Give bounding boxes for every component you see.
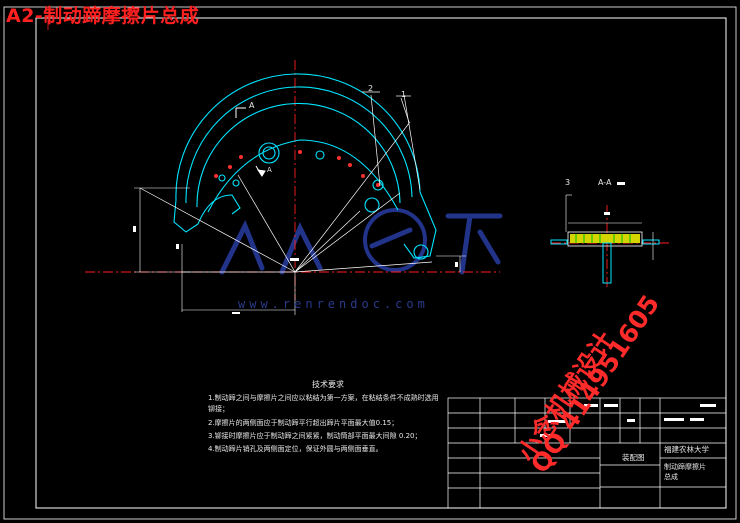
balloon-item-3: 3 — [565, 178, 571, 187]
inner-frame — [35, 17, 727, 509]
section-view-label: A-A — [598, 178, 612, 187]
tech-note-4: 4.制动蹄片销孔及两侧面定位，保证外圆与两侧面垂直。 — [208, 445, 383, 453]
dimension-text-marks — [133, 226, 458, 314]
section-arrow — [235, 107, 266, 177]
title-block — [447, 397, 727, 509]
tech-note-3: 3.铆接时摩擦片应于制动蹄之间紧紧，制动筒部平面最大间隙 0.20； — [208, 432, 422, 440]
balloon-item-1: 1 — [401, 90, 407, 99]
dimensions — [134, 187, 466, 315]
title-block-fills — [540, 404, 716, 437]
tech-note-1-cont: 铆接； — [208, 405, 229, 413]
rivet-points — [214, 150, 380, 187]
section-label-a: A — [249, 101, 255, 110]
brake-shoe — [173, 73, 437, 260]
sheet-title: A2-制动蹄摩擦片总成 — [6, 5, 200, 27]
tech-requirements-title: 技术要求 — [312, 380, 344, 389]
section-label-a-2: A — [267, 166, 272, 174]
title-block-drawing-name: 制动蹄摩擦片 — [664, 463, 706, 471]
title-block-drawing-type: 装配图 — [622, 453, 645, 462]
tech-note-1: 1.制动蹄之间与摩擦片之间应以粘结为第一方案，在粘结条件不成熟时选用 — [208, 394, 439, 402]
section-aa-view — [550, 182, 660, 284]
balloon-item-2: 2 — [368, 84, 374, 93]
title-block-drawing-name-2: 总成 — [664, 473, 678, 481]
construction-lines — [139, 91, 433, 273]
outer-frame — [3, 6, 737, 520]
tech-note-2: 2.摩擦片的两侧面应于制动蹄平行超出蹄片平面最大值0.15； — [208, 419, 399, 427]
watermark-site: www.renrendoc.com — [238, 297, 429, 311]
title-block-university: 福建农林大学 — [664, 445, 709, 454]
